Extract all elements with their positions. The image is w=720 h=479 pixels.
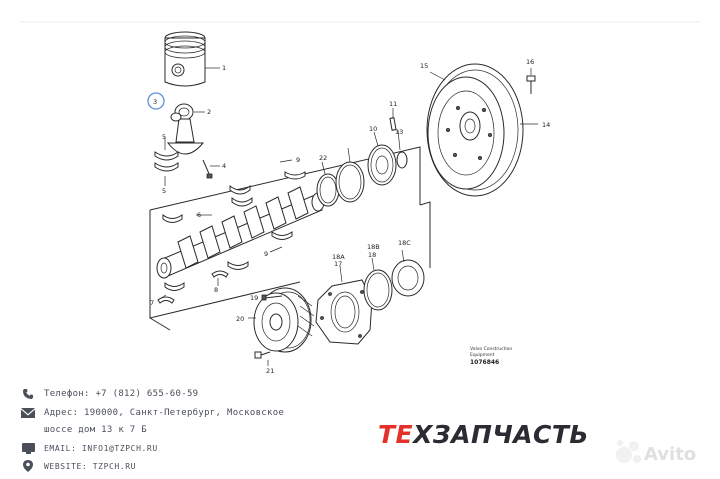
contact-website[interactable]: WEBSITE: TZPCH.RU <box>20 459 136 473</box>
email-text: EMAIL: INFO1@TZPCH.RU <box>44 443 158 453</box>
part-labels: 1 2 3 4 5 5 6 7 8 9 9 10 11 13 14 15 16 … <box>150 58 550 375</box>
bearing-shells-upper <box>154 137 179 186</box>
assembly-frame <box>149 146 431 331</box>
label-22: 22 <box>319 154 327 162</box>
label-5a: 5 <box>162 133 166 141</box>
email-icon <box>20 442 36 454</box>
diagram-caption: Volvo Construction Equipment 1076846 <box>470 346 512 366</box>
label-8: 8 <box>214 286 218 294</box>
avito-logo-icon: Avito <box>616 440 696 465</box>
label-14: 14 <box>542 121 550 129</box>
brand-wordmark: ТЕХЗАПЧАСТЬ <box>378 420 589 449</box>
contact-email[interactable]: EMAIL: INFO1@TZPCH.RU <box>20 441 158 455</box>
label-11: 11 <box>389 100 397 108</box>
brand-rest: ЗАПЧАСТЬ <box>432 420 589 449</box>
crank-gear <box>367 108 408 186</box>
label-1: 1 <box>222 64 226 72</box>
label-17: 17 <box>334 260 342 268</box>
label-4: 4 <box>222 162 226 170</box>
caption-line2: Equipment <box>470 352 495 358</box>
label-7: 7 <box>150 299 154 307</box>
connecting-rod <box>147 92 205 155</box>
address-line2: шоссе дом 13 к 7 Б <box>44 425 147 435</box>
label-15: 15 <box>420 62 428 70</box>
label-2: 2 <box>207 108 211 116</box>
label-18: 18 <box>368 251 376 259</box>
label-21: 21 <box>266 367 274 375</box>
crankshaft <box>156 186 325 279</box>
address-line1: Адрес: 190000, Санкт-Петербург, Московск… <box>44 408 285 418</box>
mail-icon <box>20 407 36 419</box>
front-seals <box>363 249 425 311</box>
brand-x: Х <box>413 420 433 449</box>
contact-address: Адрес: 190000, Санкт-Петербург, Московск… <box>20 406 284 420</box>
label-9a: 9 <box>296 156 300 164</box>
crank-pulley <box>248 287 315 353</box>
front-cover <box>315 265 373 345</box>
label-18a: 18A <box>332 253 345 261</box>
rod-bolt <box>202 159 220 179</box>
contact-address-cont: шоссе дом 13 к 7 Б <box>20 423 147 437</box>
label-16: 16 <box>526 58 534 66</box>
label-13: 13 <box>395 128 403 136</box>
label-10: 10 <box>369 125 377 133</box>
caption-line1: Volvo Construction <box>470 346 512 352</box>
avito-watermark: Avito <box>612 437 712 467</box>
rear-seal-rings <box>316 147 365 207</box>
website-text: WEBSITE: TZPCH.RU <box>44 461 137 471</box>
avito-text: Avito <box>644 444 696 465</box>
highlight-circle <box>147 92 165 110</box>
thrust-washers <box>157 159 293 304</box>
parts-exploded-diagram: 1 2 3 4 5 5 6 7 8 9 9 10 11 13 14 15 16 … <box>20 21 700 375</box>
main-bearing-shells <box>162 171 306 291</box>
flywheel <box>426 63 538 197</box>
caption-code: 1076846 <box>470 359 499 366</box>
pin-icon <box>20 460 36 472</box>
brand-logo: ТЕХЗАПЧАСТЬ <box>378 418 708 454</box>
phone-text: Телефон: +7 (812) 655-60-59 <box>44 389 199 399</box>
piston <box>164 31 220 87</box>
flywheel-bolt <box>526 68 536 94</box>
label-18b: 18B <box>367 243 380 251</box>
label-5b: 5 <box>162 187 166 195</box>
contact-phone[interactable]: Телефон: +7 (812) 655-60-59 <box>20 387 198 401</box>
label-3: 3 <box>153 98 157 106</box>
label-9b: 9 <box>264 250 268 258</box>
phone-icon <box>20 388 36 400</box>
label-18c: 18C <box>398 239 411 247</box>
pulley-bolts <box>254 294 283 366</box>
brand-te: ТЕ <box>378 420 414 449</box>
label-19: 19 <box>250 294 258 302</box>
label-6: 6 <box>197 211 201 219</box>
label-20: 20 <box>236 315 244 323</box>
